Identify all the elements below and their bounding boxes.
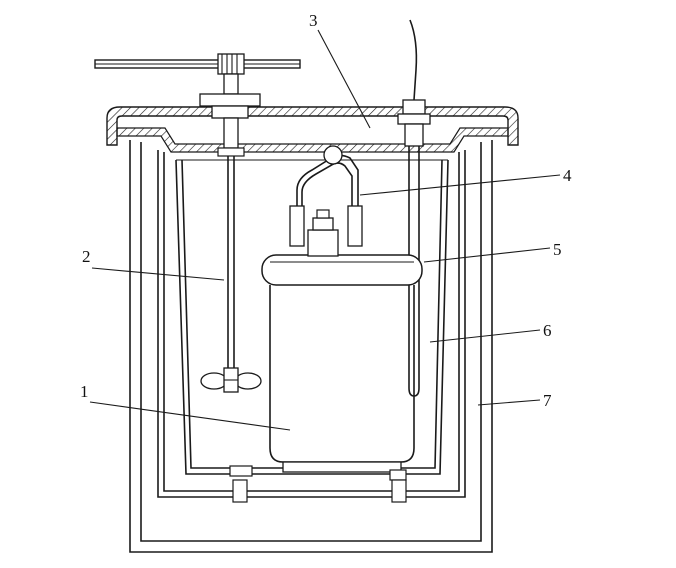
callout-labels: 3 4 5 6 7 2 1	[80, 11, 572, 410]
supports	[229, 465, 407, 503]
lid	[106, 106, 519, 153]
outer-jacket	[129, 140, 493, 553]
callout-2: 2	[82, 247, 91, 266]
callout-3: 3	[309, 11, 318, 30]
bomb	[261, 145, 423, 473]
callout-5: 5	[553, 240, 562, 259]
stirrer	[200, 117, 262, 393]
callout-1: 1	[80, 382, 89, 401]
callout-7: 7	[543, 391, 552, 410]
callout-6: 6	[543, 321, 552, 340]
stirrer-drive	[94, 53, 301, 119]
callout-4: 4	[563, 166, 572, 185]
leader-lines	[89, 29, 561, 431]
